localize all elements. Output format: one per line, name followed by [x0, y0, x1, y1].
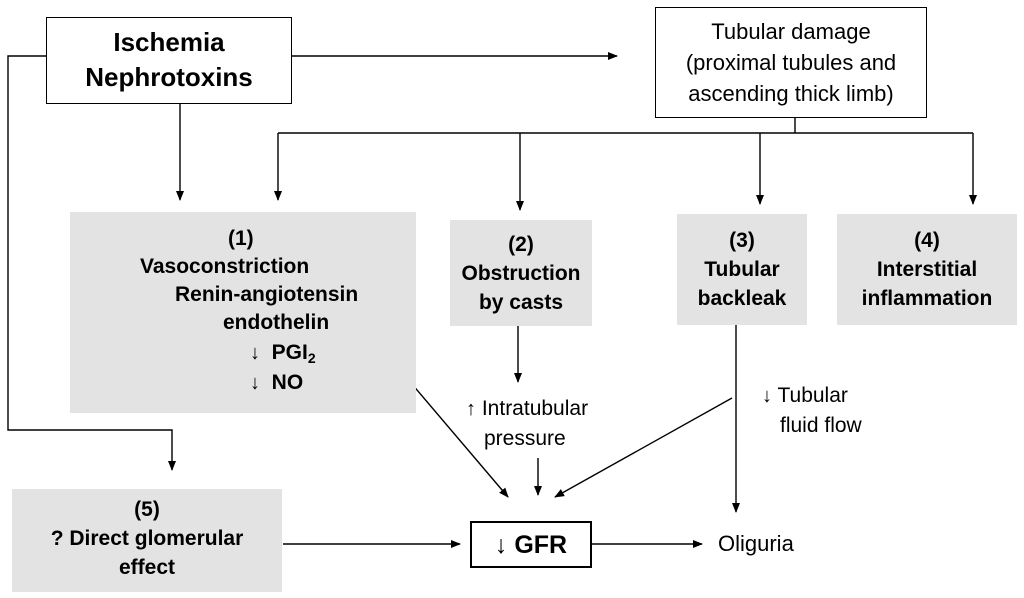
m1-pgi-subscript: 2: [307, 350, 316, 366]
arrow-cause-to-m5: [7, 55, 176, 471]
intratubular-line-1: Intratubular: [481, 397, 589, 420]
m5-line-1: ? Direct glomerular: [50, 527, 244, 550]
cause-box: Ischemia Nephrotoxins: [46, 17, 292, 104]
tubular-damage-line-2: (proximal tubules and: [685, 50, 897, 75]
m1-item-no: ↓ NO: [250, 369, 303, 397]
m1-pgi-label: PGI: [271, 341, 308, 364]
mechanism-4-box: (4) Interstitial inflammation: [837, 214, 1017, 325]
m5-number: (5): [134, 498, 160, 521]
down-arrow-icon: ↓: [494, 531, 508, 559]
down-arrow-icon: ↓: [250, 372, 260, 394]
down-arrow-icon: ↓: [250, 342, 260, 364]
arrow-flow-to-gfr: [554, 397, 733, 498]
cause-line-2: Nephrotoxins: [85, 62, 253, 92]
gfr-box: ↓ GFR: [470, 521, 592, 568]
mechanism-2-box: (2) Obstruction by casts: [450, 220, 592, 326]
tubular-damage-line-3: ascending thick limb): [688, 81, 894, 106]
m3-line-2: backleak: [697, 287, 787, 310]
m2-number: (2): [508, 233, 534, 256]
gfr-label: GFR: [514, 531, 568, 559]
intratubular-pressure-line-2: pressure: [484, 427, 566, 450]
m1-item-pgi2: ↓ PGI2: [250, 339, 316, 372]
mechanism-5-box: (5) ? Direct glomerular effect: [12, 489, 282, 592]
tubular-fluid-flow-label: ↓ Tubular: [762, 381, 848, 411]
m1-line-2: Renin-angiotensin: [175, 283, 359, 306]
tubular-fluid-flow-line-2: fluid flow: [780, 414, 862, 437]
mechanism-1-box: (1) Vasoconstriction Renin-angiotensin e…: [70, 212, 416, 413]
mechanism-3-box: (3) Tubular backleak: [677, 214, 807, 325]
down-arrow-icon: ↓: [762, 385, 772, 407]
m3-line-1: Tubular: [704, 258, 780, 281]
tubular-flow-line-1: Tubular: [777, 384, 848, 407]
oliguria-label: Oliguria: [718, 531, 794, 556]
m1-line-1: Vasoconstriction: [140, 255, 310, 278]
m4-line-2: inflammation: [861, 287, 993, 310]
tubular-damage-box: Tubular damage (proximal tubules and asc…: [655, 7, 927, 118]
m5-line-2: effect: [118, 556, 176, 579]
m3-number: (3): [729, 229, 755, 252]
cause-line-1: Ischemia: [113, 27, 225, 57]
m1-line-3: endothelin: [223, 311, 330, 334]
tubular-damage-line-1: Tubular damage: [711, 19, 871, 44]
m1-number: (1): [228, 227, 254, 250]
m2-line-2: by casts: [478, 291, 564, 314]
m2-line-1: Obstruction: [461, 262, 581, 285]
intratubular-pressure-label: ↑ Intratubular: [466, 394, 588, 424]
m4-line-1: Interstitial: [876, 258, 978, 281]
m1-no-label: NO: [271, 371, 304, 394]
m4-number: (4): [914, 229, 940, 252]
up-arrow-icon: ↑: [466, 398, 476, 420]
